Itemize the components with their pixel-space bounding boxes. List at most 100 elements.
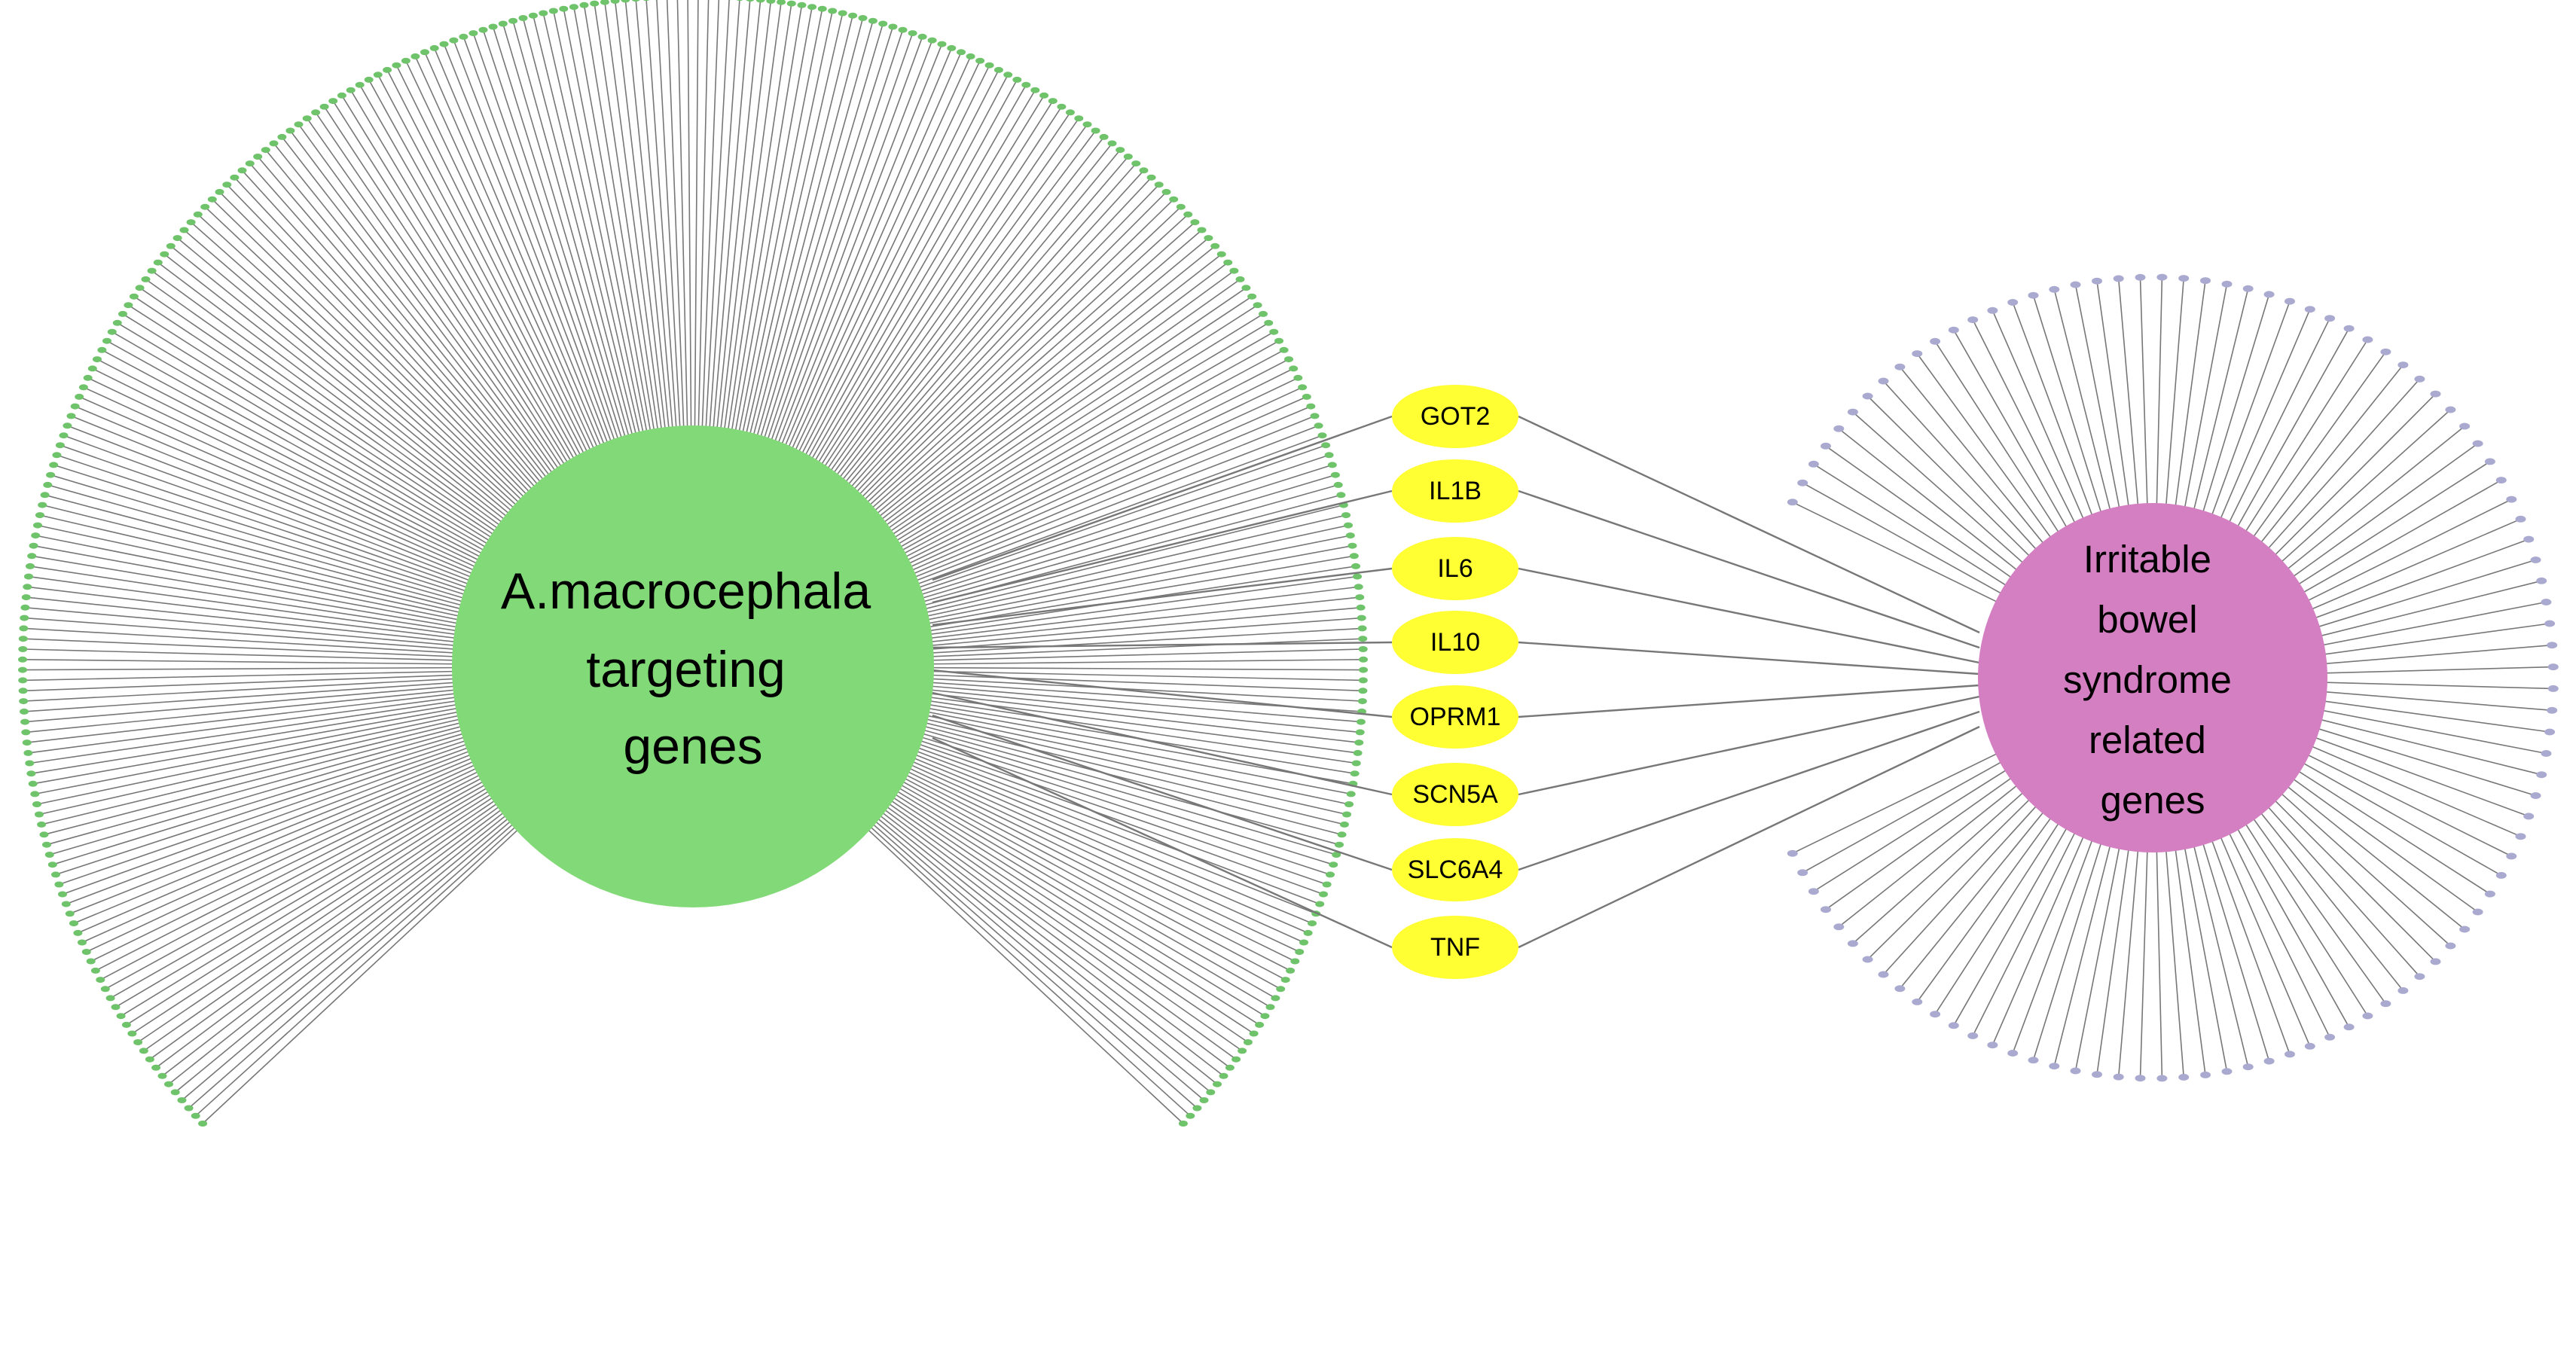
left-leaf-node bbox=[1359, 656, 1368, 663]
right-leaf-node bbox=[2007, 299, 2019, 306]
left-leaf-node bbox=[1123, 154, 1133, 160]
left-leaf-node bbox=[21, 729, 31, 736]
left-leaf-node bbox=[102, 337, 111, 344]
gene-node-oprm1[interactable]: OPRM1 bbox=[1392, 685, 1518, 749]
gene-node-tnf[interactable]: TNF bbox=[1392, 916, 1518, 979]
left-leaf-node bbox=[746, 0, 755, 2]
right-leaf-node bbox=[2221, 280, 2233, 288]
left-leaf-node bbox=[1219, 1072, 1228, 1079]
gene-node-got2[interactable]: GOT2 bbox=[1392, 385, 1518, 448]
right-leaf-node bbox=[2200, 277, 2211, 285]
gene-node-il6[interactable]: IL6 bbox=[1392, 537, 1518, 600]
right-leaf-node bbox=[2362, 336, 2373, 343]
right-leaf-node bbox=[2495, 477, 2507, 484]
left-leaf-node bbox=[478, 26, 488, 33]
left-leaf-node bbox=[1358, 677, 1368, 684]
left-leaf-node bbox=[1253, 302, 1262, 309]
left-leaf-node bbox=[253, 154, 263, 160]
left-leaf-node bbox=[166, 242, 175, 249]
gene-node-got2-label: GOT2 bbox=[1421, 402, 1491, 431]
gene-node-il10-label: IL10 bbox=[1430, 628, 1480, 657]
left-leaf-node bbox=[1344, 801, 1354, 807]
right-hub-node[interactable]: Irritable bowel syndrome related genes bbox=[1978, 503, 2327, 852]
left-leaf-node bbox=[498, 20, 508, 27]
left-leaf-node bbox=[35, 512, 44, 519]
left-leaf-node bbox=[1357, 698, 1367, 705]
right-leaf-node bbox=[1808, 888, 1819, 895]
right-leaf-node bbox=[1821, 906, 1831, 913]
shared-edge-left bbox=[932, 736, 1393, 949]
gene-node-il1b[interactable]: IL1B bbox=[1392, 459, 1518, 523]
left-leaf-node bbox=[1293, 374, 1303, 381]
left-leaf-node bbox=[1286, 967, 1296, 974]
left-leaf-node bbox=[19, 698, 29, 705]
left-leaf-node bbox=[392, 62, 401, 69]
left-hub-label-line-1: A.macrocephala bbox=[501, 563, 871, 620]
right-leaf-node bbox=[2049, 1063, 2060, 1070]
gene-node-scn5a[interactable]: SCN5A bbox=[1392, 763, 1518, 826]
right-leaf-node bbox=[1797, 869, 1808, 877]
left-leaf-node bbox=[1298, 384, 1308, 391]
shared-edge-left bbox=[932, 714, 1393, 871]
left-leaf-node bbox=[20, 718, 30, 725]
left-leaf-node bbox=[28, 780, 38, 787]
left-leaf-node bbox=[1355, 594, 1365, 601]
left-leaf-node bbox=[111, 1004, 121, 1011]
right-leaf-node bbox=[2263, 1057, 2275, 1065]
left-leaf-node bbox=[59, 432, 69, 439]
right-leaf-node bbox=[2285, 1051, 2295, 1058]
left-leaf-node bbox=[590, 0, 600, 7]
left-leaf-node bbox=[133, 1039, 143, 1045]
left-hub-node[interactable]: A.macrocephala targeting genes bbox=[452, 425, 934, 907]
left-leaf-node bbox=[1345, 532, 1355, 539]
left-leaf-node bbox=[20, 604, 30, 611]
right-leaf-node bbox=[2304, 1042, 2315, 1050]
left-leaf-node bbox=[927, 37, 937, 44]
left-leaf-node bbox=[33, 522, 42, 529]
left-leaf-node bbox=[1223, 259, 1233, 266]
left-leaf-node bbox=[1146, 174, 1156, 181]
right-leaf-node bbox=[2530, 557, 2541, 563]
left-leaf-node bbox=[755, 0, 765, 3]
right-leaf-node bbox=[2430, 390, 2441, 398]
right-leaf-node bbox=[2445, 406, 2456, 413]
left-leaf-node bbox=[52, 452, 62, 459]
shared-edge-right bbox=[1518, 489, 1980, 649]
left-leaf-node bbox=[65, 910, 75, 917]
gene-node-slc6a4[interactable]: SLC6A4 bbox=[1392, 838, 1518, 901]
right-leaf-node bbox=[2070, 1067, 2081, 1075]
left-leaf-node bbox=[1302, 393, 1311, 400]
left-leaf-node bbox=[29, 542, 38, 549]
right-leaf-node bbox=[2506, 496, 2517, 503]
left-leaf-node bbox=[1213, 1081, 1222, 1087]
left-leaf-node bbox=[127, 1030, 137, 1037]
right-leaf-node bbox=[1862, 392, 1873, 400]
left-leaf-node bbox=[49, 462, 59, 468]
left-leaf-node bbox=[1310, 413, 1320, 419]
left-leaf-node bbox=[319, 103, 329, 110]
left-leaf-node bbox=[848, 12, 858, 19]
left-leaf-node bbox=[26, 563, 35, 569]
right-leaf-node bbox=[2430, 958, 2441, 965]
right-leaf-node bbox=[2544, 728, 2556, 736]
left-leaf-node bbox=[78, 939, 87, 946]
right-leaf-node bbox=[2324, 315, 2336, 322]
left-leaf-node bbox=[1107, 140, 1117, 147]
right-leaf-node bbox=[1948, 326, 1959, 334]
left-leaf-node bbox=[1344, 522, 1353, 529]
gene-node-tnf-ellipse bbox=[1392, 916, 1518, 979]
left-leaf-node bbox=[55, 442, 65, 449]
gene-node-il10[interactable]: IL10 bbox=[1392, 611, 1518, 674]
left-leaf-node bbox=[600, 0, 609, 5]
left-leaf-node bbox=[25, 760, 35, 767]
right-leaf-node bbox=[1847, 940, 1858, 947]
left-leaf-node bbox=[917, 33, 927, 40]
right-hub-label-line-3: syndrome bbox=[2063, 658, 2232, 701]
left-leaf-node bbox=[1260, 1013, 1270, 1020]
left-leaf-node bbox=[797, 2, 807, 8]
left-leaf-node bbox=[766, 0, 776, 4]
right-leaf-node bbox=[2070, 281, 2081, 288]
right-leaf-node bbox=[2304, 306, 2315, 313]
left-leaf-node bbox=[957, 49, 966, 56]
right-leaf-node bbox=[2541, 599, 2552, 605]
